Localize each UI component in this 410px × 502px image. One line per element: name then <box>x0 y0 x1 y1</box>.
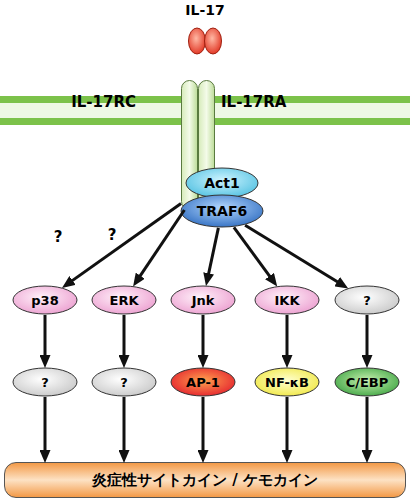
text-holder: C/EBP <box>334 367 400 397</box>
node-label: C/EBP <box>346 375 389 390</box>
kinase-node: ERK <box>91 285 157 315</box>
node-label: ? <box>41 375 49 390</box>
edge-label: ? <box>54 228 63 246</box>
il17-dimer <box>189 28 222 54</box>
text-holder: ? <box>12 367 78 397</box>
transcription-factor: C/EBP <box>334 367 400 397</box>
text-holder: ? <box>91 367 157 397</box>
text-holder: IKK <box>254 285 320 315</box>
text-holder: p38 <box>12 285 78 315</box>
signal-arrow <box>286 315 289 361</box>
receptor-name: IL-17RA <box>221 93 321 111</box>
receptor-name: IL-17RC <box>36 93 136 111</box>
kinase-node: Jnk <box>170 285 236 315</box>
signal-arrow <box>366 397 369 456</box>
node-label: Jnk <box>192 293 215 308</box>
signal-arrow <box>245 225 342 285</box>
text-holder: TRAF6 <box>180 194 264 228</box>
signal-arrow <box>202 315 205 361</box>
signal-arrow <box>68 204 181 284</box>
signal-arrow <box>44 397 47 456</box>
node-label: NF-κB <box>265 375 309 390</box>
transcription-factor: NF-κB <box>254 367 320 397</box>
text-holder: Jnk <box>170 285 236 315</box>
node-label: Act1 <box>204 175 240 191</box>
signal-arrow <box>234 227 273 281</box>
text-holder: ? <box>334 285 400 315</box>
adaptor-protein: Act1 <box>185 167 259 199</box>
kinase-node: IKK <box>254 285 320 315</box>
signal-arrow <box>202 397 205 456</box>
node-label: p38 <box>31 293 58 308</box>
signal-arrow <box>123 397 126 456</box>
node-label: ? <box>120 375 128 390</box>
node-label: ? <box>363 293 371 308</box>
text-holder: AP-1 <box>170 367 236 397</box>
signal-arrow <box>123 315 126 361</box>
node-label: ERK <box>110 293 139 308</box>
unknown-node: ? <box>12 367 78 397</box>
text-holder: ERK <box>91 285 157 315</box>
signal-arrow <box>366 315 369 361</box>
ligand-label: IL-17 <box>180 2 230 18</box>
transcription-factor: AP-1 <box>170 367 236 397</box>
kinase-node: p38 <box>12 285 78 315</box>
text-holder: 炎症性サイトカイン / ケモカイン <box>5 463 405 497</box>
output-band: 炎症性サイトカイン / ケモカイン <box>4 462 406 498</box>
node-label: 炎症性サイトカイン / ケモカイン <box>92 471 318 490</box>
signal-arrow <box>137 210 184 281</box>
node-label: IKK <box>275 293 300 308</box>
node-label: TRAF6 <box>197 203 247 219</box>
unknown-node: ? <box>334 285 400 315</box>
edge-label: ? <box>108 226 117 244</box>
text-holder: NF-κB <box>254 367 320 397</box>
signal-arrow <box>286 397 289 456</box>
node-label: AP-1 <box>186 375 220 390</box>
text-holder: Act1 <box>185 167 259 199</box>
adaptor-protein: TRAF6 <box>180 194 264 228</box>
signal-arrow <box>44 315 47 361</box>
unknown-node: ? <box>91 367 157 397</box>
signal-arrow <box>207 228 218 279</box>
